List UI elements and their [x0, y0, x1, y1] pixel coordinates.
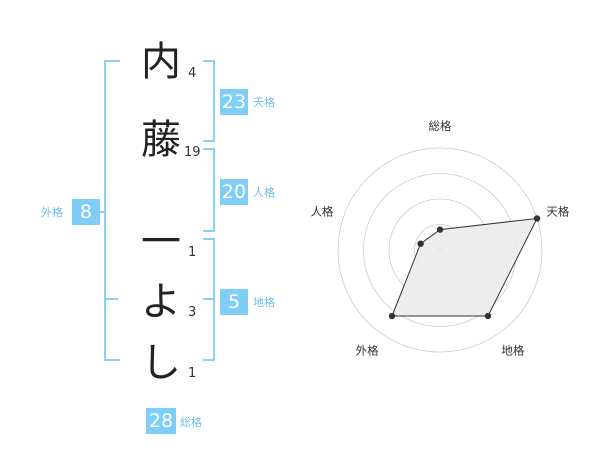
jinkaku-label: 人格 — [253, 186, 275, 199]
chikaku-bracket-divider — [203, 298, 213, 300]
radar-point-2 — [533, 215, 541, 222]
gaikaku-bracket — [104, 60, 120, 361]
tenkaku-bracket — [203, 60, 215, 142]
gaikaku-bracket-divider — [104, 298, 118, 300]
radar-point-5 — [417, 240, 424, 247]
chikaku-label: 地格 — [253, 296, 275, 309]
radar-grid-ring — [337, 147, 543, 353]
radar-axis-label-1: 総格 — [429, 119, 452, 133]
gaikaku-label: 外格 — [41, 206, 63, 219]
radar-axis-label-3: 地格 — [501, 343, 524, 357]
name-char-3: 一 — [141, 219, 181, 265]
radar-data-area — [391, 217, 538, 317]
tenkaku-label: 天格 — [253, 96, 275, 109]
name-char-5: し — [141, 340, 181, 386]
chikaku-value: 5 — [220, 289, 248, 315]
soukaku-value: 28 — [146, 408, 176, 434]
stroke-count-2: 19 — [184, 145, 201, 160]
radar-point-4 — [388, 312, 396, 320]
gaikaku-value: 8 — [72, 199, 100, 225]
radar-point-1 — [436, 226, 444, 233]
radar-point-3 — [484, 312, 492, 320]
name-char-1: 内 — [141, 39, 181, 85]
chikaku-bracket — [203, 238, 215, 361]
soukaku-label: 総格 — [180, 416, 202, 429]
stroke-count-3: 1 — [188, 245, 197, 260]
name-char-4: よ — [141, 279, 181, 325]
stroke-count-1: 4 — [188, 66, 197, 81]
stroke-count-5: 1 — [188, 366, 197, 381]
jinkaku-value: 20 — [220, 179, 248, 205]
name-char-2: 藤 — [141, 117, 181, 163]
radar-axis-label-2: 天格 — [546, 205, 569, 219]
radar-axis-label-4: 外格 — [356, 343, 379, 357]
radar-axis-label-5: 人格 — [311, 205, 334, 219]
stroke-count-4: 3 — [188, 305, 197, 320]
jinkaku-bracket — [203, 148, 215, 232]
tenkaku-value: 23 — [220, 89, 248, 115]
